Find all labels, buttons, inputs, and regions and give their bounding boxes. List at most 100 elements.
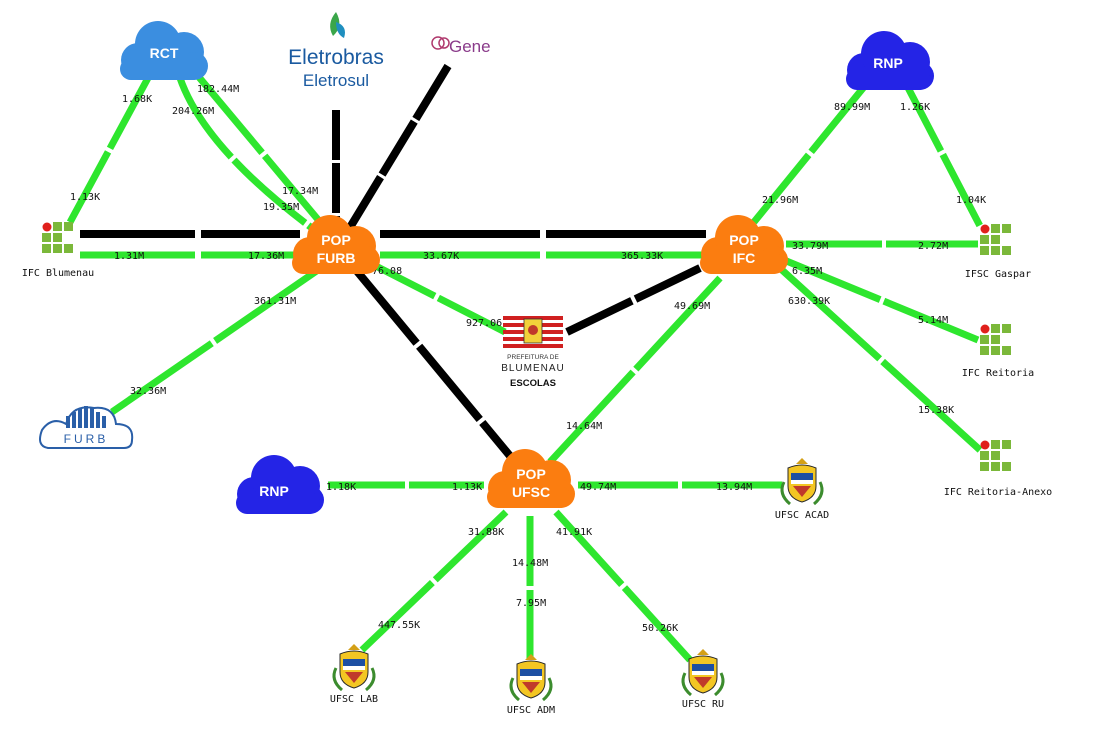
- node-ufsc-adm[interactable]: UFSC ADM: [507, 652, 555, 716]
- label-ufsc-ru-b: 50.26K: [642, 623, 678, 634]
- pop-furb-line1: POP: [321, 232, 351, 248]
- node-ifsc-gaspar[interactable]: IFSC Gaspar: [965, 224, 1031, 280]
- label-rnp-gaspar-a: 1.26K: [900, 102, 930, 113]
- label-ifcblu-furb-a: 1.31M: [114, 251, 144, 262]
- pop-ifc[interactable]: POP IFC: [700, 215, 788, 274]
- label-rct-ifc-a: 1.68K: [122, 94, 152, 105]
- node-ifsc-gaspar-label: IFSC Gaspar: [965, 269, 1031, 280]
- ufsc-crest-icon: [509, 652, 553, 702]
- label-rct-furb2-b: 17.34M: [282, 186, 318, 197]
- link-gene-furb[interactable]: [342, 63, 452, 237]
- label-rnp-ufsc-a: 1.18K: [326, 482, 356, 493]
- pop-furb-line2: FURB: [317, 250, 356, 266]
- label-ufsc-acad-a: 49.74M: [580, 482, 616, 493]
- cloud-rnp-ufsc[interactable]: RNP: [236, 455, 324, 514]
- label-ufsc-lab-b: 447.55K: [378, 620, 420, 631]
- cloud-rnp-ufsc-label: RNP: [259, 483, 289, 499]
- prefeitura-flag-icon: [503, 316, 563, 348]
- node-ufsc-acad-label: UFSC ACAD: [775, 510, 829, 521]
- label-rct-furb1-b: 19.35M: [263, 202, 299, 213]
- cloud-rnp-ifc[interactable]: RNP: [846, 31, 934, 90]
- label-rnp-ifc-a: 89.99M: [834, 102, 870, 113]
- label-ifc-anexo-b: 15.38K: [918, 405, 954, 416]
- eletrobras-leaf-icon: [330, 12, 340, 36]
- link-rnp-ifc[interactable]: [751, 79, 871, 225]
- eletrobras-name: Eletrobras: [288, 46, 384, 69]
- link-ifc-ufsc[interactable]: [547, 275, 723, 465]
- link-ifc-ifcreitoria-anexo[interactable]: [779, 267, 983, 453]
- label-furb-pref-b: 927.06: [466, 318, 502, 329]
- furb-campus-name: FURB: [64, 432, 109, 446]
- prefeitura-escolas-logo[interactable]: PREFEITURA DE BLUMENAU ESCOLAS: [501, 316, 565, 389]
- link-rnp-ifscgaspar[interactable]: [900, 78, 984, 228]
- cloud-rnp-ifc-label: RNP: [873, 55, 903, 71]
- label-rct-furb2-a: 182.44M: [197, 84, 239, 95]
- ifsc-logo-icon: [980, 224, 1011, 255]
- node-ufsc-adm-label: UFSC ADM: [507, 705, 555, 716]
- pop-ufsc-line2: UFSC: [512, 484, 550, 500]
- label-ifcblu-furb-b: 17.36M: [248, 251, 284, 262]
- furb-campus-logo[interactable]: FURB: [39, 406, 134, 449]
- label-ufsc-adm-a: 14.48M: [512, 558, 548, 569]
- link-furb-ufsc-black[interactable]: [352, 267, 519, 465]
- black-links: [80, 63, 706, 465]
- label-ifc-gaspar-b: 2.72M: [918, 241, 948, 252]
- node-ufsc-lab-label: UFSC LAB: [330, 694, 378, 705]
- label-ifc-gaspar-a: 33.79M: [792, 241, 828, 252]
- label-ifc-ufsc-a: 49.69M: [674, 301, 710, 312]
- link-furb-prefeitura[interactable]: [366, 258, 507, 336]
- node-ufsc-lab[interactable]: UFSC LAB: [330, 642, 378, 705]
- gene-logo[interactable]: Gene: [431, 36, 491, 56]
- green-links: [64, 73, 984, 663]
- label-ufsc-lab-a: 31.88K: [468, 527, 504, 538]
- label-ufsc-acad-b: 13.94M: [716, 482, 752, 493]
- label-furb-furbcampus-a: 361.31M: [254, 296, 296, 307]
- ifc-logo-icon: [980, 324, 1011, 355]
- label-rnp-gaspar-b: 1.04K: [956, 195, 986, 206]
- link-ufsc-ufsclab[interactable]: [359, 509, 509, 653]
- pop-ufsc[interactable]: POP UFSC: [487, 449, 575, 508]
- label-rnp-ifc-b: 21.96M: [762, 195, 798, 206]
- cloud-rct-label: RCT: [150, 45, 179, 61]
- label-ifc-anexo-a: 630.39K: [788, 296, 830, 307]
- node-ifc-reitoria-anexo[interactable]: IFC Reitoria-Anexo: [944, 440, 1052, 498]
- prefeitura-line2: BLUMENAU: [501, 363, 565, 374]
- label-ifc-reitoria-a: 6.35M: [792, 266, 822, 277]
- node-ifc-blumenau-label: IFC Blumenau: [22, 268, 94, 279]
- node-ifc-reitoria-label: IFC Reitoria: [962, 368, 1034, 379]
- eletrobras-logo[interactable]: Eletrobras Eletrosul: [288, 12, 384, 90]
- label-rct-furb1-a: 204.26M: [172, 106, 214, 117]
- link-rct-ifcblumenau[interactable]: [64, 76, 152, 228]
- link-rct-furb-1[interactable]: [176, 76, 323, 237]
- pop-ifc-line1: POP: [729, 232, 759, 248]
- label-ifc-reitoria-b: 5.14M: [918, 315, 948, 326]
- prefeitura-line1: PREFEITURA DE: [507, 354, 559, 361]
- pop-ifc-line2: IFC: [733, 250, 756, 266]
- node-ifc-reitoria-anexo-label: IFC Reitoria-Anexo: [944, 487, 1052, 498]
- eletrosul-name: Eletrosul: [303, 71, 369, 90]
- label-rnp-ufsc-b: 1.13K: [452, 482, 482, 493]
- escolas-label: ESCOLAS: [510, 378, 556, 389]
- ifc-logo-icon: [980, 440, 1011, 471]
- link-labels: 1.68K 1.13K 204.26M 19.35M 182.44M 17.34…: [70, 84, 986, 634]
- ufsc-crest-icon: [332, 642, 376, 692]
- ifc-logo-icon: [42, 222, 73, 253]
- label-furb-pref-a: 76.08: [372, 266, 402, 277]
- node-ufsc-ru[interactable]: UFSC RU: [681, 647, 725, 710]
- label-ufsc-ru-a: 41.91K: [556, 527, 592, 538]
- cloud-rct[interactable]: RCT: [120, 21, 208, 80]
- node-ifc-reitoria[interactable]: IFC Reitoria: [962, 324, 1034, 379]
- label-rct-ifc-b: 1.13K: [70, 192, 100, 203]
- label-ufsc-adm-b: 7.95M: [516, 598, 546, 609]
- link-ifc-ifcreitoria[interactable]: [782, 256, 980, 344]
- label-furb-furbcampus-b: 32.36M: [130, 386, 166, 397]
- link-rct-furb-2[interactable]: [195, 73, 333, 237]
- link-ufsc-ufscru[interactable]: [553, 509, 693, 663]
- node-ufsc-acad[interactable]: UFSC ACAD: [775, 456, 829, 521]
- link-furb-furbcampus[interactable]: [110, 267, 320, 415]
- label-ifc-ufsc-b: 14.64M: [566, 421, 602, 432]
- node-ufsc-ru-label: UFSC RU: [682, 699, 724, 710]
- pop-furb[interactable]: POP FURB: [292, 215, 380, 274]
- node-ifc-blumenau[interactable]: IFC Blumenau: [22, 222, 94, 279]
- link-prefeitura-ifc-black[interactable]: [565, 264, 702, 336]
